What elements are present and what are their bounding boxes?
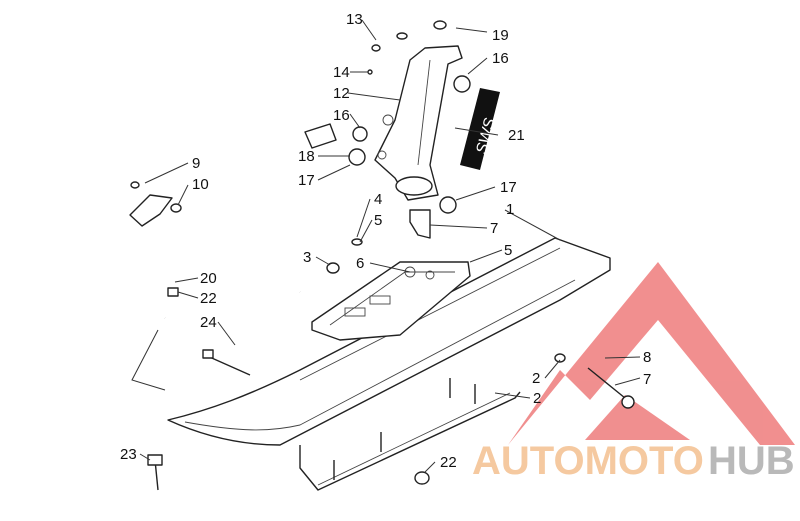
callout-19: 19 xyxy=(492,27,509,44)
callout-11: 9 xyxy=(192,155,200,172)
callout-12: 10 xyxy=(192,176,209,193)
sws-decal: SWS xyxy=(460,88,500,170)
steering-spindle xyxy=(374,45,463,201)
bolts xyxy=(147,262,635,491)
callout-8: 7 xyxy=(643,371,651,388)
spindle-mount xyxy=(311,261,471,341)
bracket xyxy=(409,209,431,239)
callout-17-left: 17 xyxy=(298,172,315,189)
bushings xyxy=(304,75,471,214)
callout-16-mid: 16 xyxy=(333,107,350,124)
watermark-word-hub: HUB xyxy=(708,439,795,483)
callout-17-right: 17 xyxy=(500,179,517,196)
callout-9: 8 xyxy=(643,349,651,366)
callout-4: 4 xyxy=(374,191,382,208)
callout-14: 13 xyxy=(346,11,363,28)
watermark-word-automoto: AUTOMOTO xyxy=(472,439,704,483)
callout-18: 18 xyxy=(298,148,315,165)
callout-22-bottom: 22 xyxy=(440,454,457,471)
callout-24: 24 xyxy=(200,314,217,331)
bumper-bracket xyxy=(129,181,182,227)
callout-20: 21 xyxy=(508,127,525,144)
callout-1: 1 xyxy=(506,201,514,218)
callout-22-top: 22 xyxy=(200,290,217,307)
callout-2: 2 xyxy=(533,390,541,407)
watermark-triangle-inner xyxy=(585,395,690,440)
callout-23: 23 xyxy=(120,446,137,463)
callout-6: 5 xyxy=(504,242,512,259)
spindle-cap xyxy=(433,20,447,30)
watermark-text: AUTOMOTO HUB xyxy=(472,439,795,483)
callout-labels: 13 19 16 14 12 16 21 18 17 9 10 17 4 1 5… xyxy=(120,11,651,471)
watermark-logo xyxy=(508,262,795,445)
callout-3: 3 xyxy=(303,249,311,266)
callout-7: 6 xyxy=(356,255,364,272)
small-hardware xyxy=(167,32,408,297)
bumper-handle xyxy=(157,244,302,320)
callout-15: 14 xyxy=(333,64,350,81)
callout-13: 12 xyxy=(333,85,350,102)
watermark-triangle-outer xyxy=(508,262,795,445)
callout-21: 20 xyxy=(200,270,217,287)
callout-16-top: 16 xyxy=(492,50,509,67)
callout-10: 7 xyxy=(490,220,498,237)
callout-5-bottom: 2 xyxy=(532,370,540,387)
callout-5-top: 5 xyxy=(374,212,382,229)
leader-lines xyxy=(131,19,641,473)
